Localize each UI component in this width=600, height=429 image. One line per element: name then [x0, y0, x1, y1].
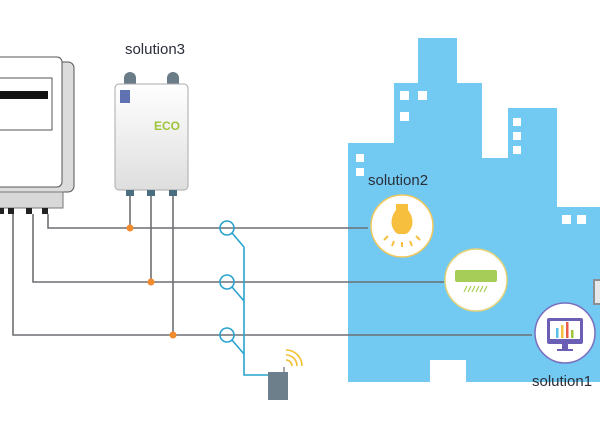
air-conditioner-icon [444, 248, 508, 312]
switch-2 [219, 274, 235, 290]
wireless-gateway-icon [268, 367, 288, 400]
building-windows [356, 91, 586, 224]
wifi-signal-icon [285, 349, 303, 367]
eco-label: ECO [154, 119, 180, 133]
switch-group [219, 220, 270, 376]
solution1-label: solution1 [532, 373, 592, 390]
building-silhouette [348, 38, 600, 382]
switch-1 [219, 220, 235, 236]
meter-icon [0, 56, 75, 214]
solution3-label: solution3 [125, 41, 185, 58]
junction-dots [126, 224, 177, 339]
bulb-icon [370, 194, 434, 258]
solution2-label: solution2 [368, 172, 428, 189]
power-wires [12, 190, 532, 336]
switch-3 [219, 327, 235, 343]
monitor-chart-icon [534, 302, 596, 364]
device-edge [593, 279, 600, 305]
eco-controller-icon: ECO [114, 72, 189, 196]
